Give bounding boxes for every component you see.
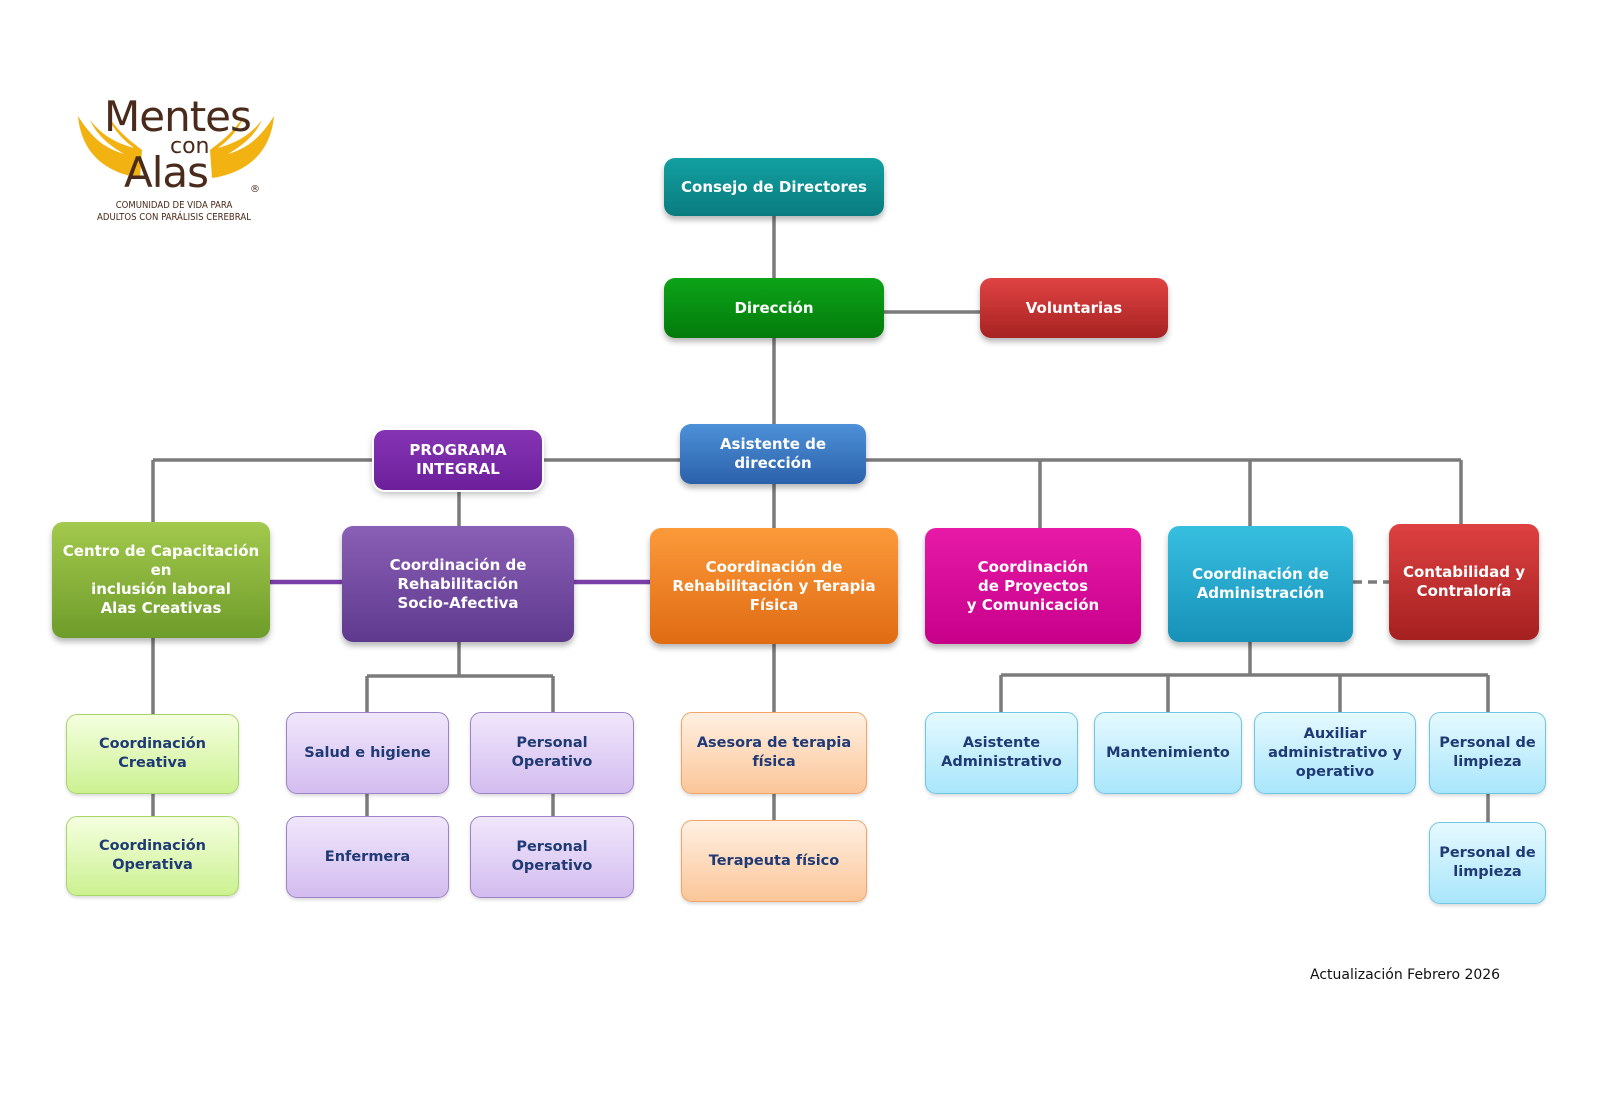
left-wing-icon bbox=[78, 116, 142, 178]
node-voluntarias: Voluntarias bbox=[980, 278, 1168, 338]
node-personal-operativo-1: Personal Operativo bbox=[470, 712, 634, 794]
right-wing-icon bbox=[210, 116, 274, 178]
node-asistente-direccion: Asistente de dirección bbox=[680, 424, 866, 484]
node-salud-higiene: Salud e higiene bbox=[286, 712, 449, 794]
node-asesora-terapia: Asesora de terapia física bbox=[681, 712, 867, 794]
node-centro-capacitacion: Centro de Capacitación en inclusión labo… bbox=[52, 522, 270, 638]
node-coord-operativa: Coordinación Operativa bbox=[66, 816, 239, 896]
update-note: Actualización Febrero 2026 bbox=[1310, 967, 1501, 983]
node-asistente-administrativo: Asistente Administrativo bbox=[925, 712, 1078, 794]
node-coord-socio-afectiva: Coordinación de Rehabilitación Socio-Afe… bbox=[342, 526, 574, 642]
node-coord-proyectos: Coordinación de Proyectos y Comunicación bbox=[925, 528, 1141, 644]
node-direccion: Dirección bbox=[664, 278, 884, 338]
node-coord-terapia-fisica: Coordinación de Rehabilitación y Terapia… bbox=[650, 528, 898, 644]
node-coord-creativa: Coordinación Creativa bbox=[66, 714, 239, 794]
logo-tagline-1: COMUNIDAD DE VIDA PARA bbox=[115, 200, 233, 211]
logo-word-alas: Alas bbox=[124, 148, 209, 197]
logo-word-mentes: Mentes bbox=[104, 92, 252, 141]
node-personal-operativo-2: Personal Operativo bbox=[470, 816, 634, 898]
node-contabilidad: Contabilidad y Contraloría bbox=[1389, 524, 1539, 640]
registered-mark: ® bbox=[250, 184, 260, 195]
node-coord-administracion: Coordinación de Administración bbox=[1168, 526, 1353, 642]
node-programa-integral: PROGRAMA INTEGRAL bbox=[374, 430, 542, 490]
logo-tagline-2: ADULTOS CON PARÁLISIS CEREBRAL bbox=[97, 212, 251, 223]
node-enfermera: Enfermera bbox=[286, 816, 449, 898]
node-terapeuta-fisico: Terapeuta físico bbox=[681, 820, 867, 902]
node-personal-limpieza-2: Personal de limpieza bbox=[1429, 822, 1546, 904]
node-mantenimiento: Mantenimiento bbox=[1094, 712, 1242, 794]
logo: Mentes con Alas ® COMUNIDAD DE VIDA PARA… bbox=[74, 92, 274, 224]
node-consejo-directores: Consejo de Directores bbox=[664, 158, 884, 216]
node-auxiliar-administrativo: Auxiliar administrativo y operativo bbox=[1254, 712, 1416, 794]
node-personal-limpieza-1: Personal de limpieza bbox=[1429, 712, 1546, 794]
logo-word-con: con bbox=[170, 134, 210, 159]
